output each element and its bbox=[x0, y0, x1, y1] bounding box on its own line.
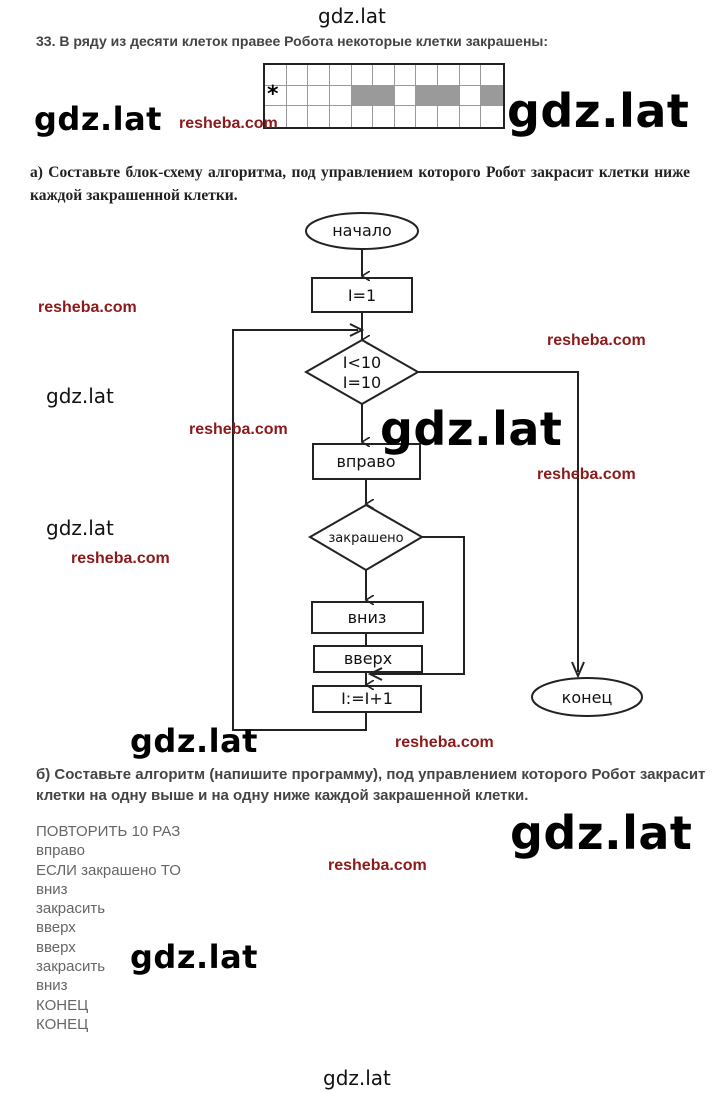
grid-cell bbox=[481, 85, 504, 107]
watermark-resheba: resheba.com bbox=[547, 332, 646, 349]
grid-cell bbox=[394, 85, 417, 107]
watermark-resheba: resheba.com bbox=[179, 115, 278, 132]
program-line: вправо bbox=[36, 842, 85, 860]
grid-cell bbox=[395, 106, 417, 127]
task-b-content: б) Составьте алгоритм (напишите программ… bbox=[36, 766, 706, 804]
grid-cell bbox=[330, 106, 352, 127]
watermark-big: gdz.lat bbox=[510, 806, 693, 860]
robot-marker: * bbox=[267, 81, 279, 107]
watermark-big: gdz.lat bbox=[130, 938, 258, 976]
grid-cell bbox=[329, 85, 352, 107]
watermark-resheba: resheba.com bbox=[537, 466, 636, 483]
grid-row bbox=[265, 65, 504, 86]
program-line: вниз bbox=[36, 977, 68, 995]
watermark-small: gdz.lat bbox=[46, 516, 114, 540]
watermark-bottom: gdz.lat bbox=[323, 1066, 391, 1090]
flowchart: начало I=1 I<10 I=10 вправо закрашено вн… bbox=[232, 212, 643, 731]
grid-cell bbox=[459, 65, 482, 86]
watermark-resheba: resheba.com bbox=[38, 299, 137, 316]
grid-cell bbox=[351, 85, 374, 107]
watermark-resheba: resheba.com bbox=[328, 857, 427, 874]
init-label: I=1 bbox=[348, 286, 376, 305]
grid-cell bbox=[308, 85, 330, 107]
grid-cell bbox=[394, 65, 417, 86]
watermark-resheba: resheba.com bbox=[71, 550, 170, 567]
grid-cell bbox=[438, 65, 460, 86]
watermark-resheba: resheba.com bbox=[189, 421, 288, 438]
right-label: вправо bbox=[336, 452, 395, 471]
grid-cell bbox=[287, 106, 309, 127]
grid-cell bbox=[373, 85, 395, 107]
watermark-small: gdz.lat bbox=[46, 384, 114, 408]
grid-cell bbox=[351, 65, 374, 86]
cell-grid: * bbox=[263, 63, 505, 129]
program-line: вверх bbox=[36, 938, 76, 956]
grid-cell bbox=[459, 85, 482, 107]
grid-cell bbox=[286, 85, 309, 107]
watermark-top: gdz.lat bbox=[318, 4, 386, 28]
program-line: закрасить bbox=[36, 900, 106, 918]
watermark-resheba: resheba.com bbox=[395, 734, 494, 751]
painted-label: закрашено bbox=[328, 531, 403, 546]
grid-cell bbox=[373, 106, 395, 127]
program-line: ПОВТОРИТЬ 10 РАЗ bbox=[36, 823, 181, 840]
grid-row bbox=[265, 106, 503, 127]
task-a-text: а) Составьте блок-схему алгоритма, под у… bbox=[30, 164, 690, 204]
problem-header: 33. В ряду из десяти клеток правее Робот… bbox=[36, 33, 549, 49]
down-block bbox=[311, 601, 424, 634]
watermark-big: gdz.lat bbox=[34, 100, 162, 138]
watermark-big: gdz.lat bbox=[380, 402, 563, 456]
up-block bbox=[313, 645, 423, 673]
grid-cell bbox=[416, 85, 439, 107]
program-line: вниз bbox=[36, 880, 68, 898]
cond-label-1: I<10 bbox=[343, 353, 381, 372]
grid-cell bbox=[373, 65, 395, 86]
grid-cell: * bbox=[265, 82, 287, 107]
start-label: начало bbox=[332, 221, 392, 240]
program-line: вверх bbox=[36, 919, 76, 937]
grid-cell bbox=[460, 106, 482, 127]
grid-row: * bbox=[265, 82, 504, 107]
grid-cell bbox=[308, 65, 330, 86]
program-line: ЕСЛИ закрашено ТО bbox=[36, 861, 181, 879]
grid-cell bbox=[481, 65, 504, 86]
grid-cell bbox=[286, 65, 309, 86]
end-terminal bbox=[531, 677, 643, 717]
grid-cell bbox=[416, 65, 439, 86]
end-label: конец bbox=[562, 688, 613, 707]
up-label: вверх bbox=[344, 649, 392, 668]
grid-cell bbox=[352, 106, 374, 127]
watermark-big: gdz.lat bbox=[130, 722, 258, 760]
cond-label-2: I=10 bbox=[343, 373, 381, 392]
grid-cell bbox=[329, 65, 352, 86]
program-line: КОНЕЦ bbox=[36, 996, 89, 1014]
grid-cell bbox=[416, 106, 439, 127]
grid-cell bbox=[438, 85, 460, 107]
program-line: закрасить bbox=[36, 958, 106, 976]
grid-cell bbox=[308, 106, 330, 127]
increment-label: I:=I+1 bbox=[341, 689, 393, 708]
watermark-big: gdz.lat bbox=[507, 84, 690, 138]
down-label: вниз bbox=[348, 608, 387, 627]
grid-cell bbox=[265, 106, 287, 127]
grid-cell bbox=[438, 106, 460, 127]
task-b-text: б) Составьте алгоритм (напишите программ… bbox=[36, 764, 706, 806]
grid-cell bbox=[265, 65, 287, 86]
program-line: КОНЕЦ bbox=[36, 1015, 89, 1033]
loop-condition bbox=[303, 338, 421, 406]
